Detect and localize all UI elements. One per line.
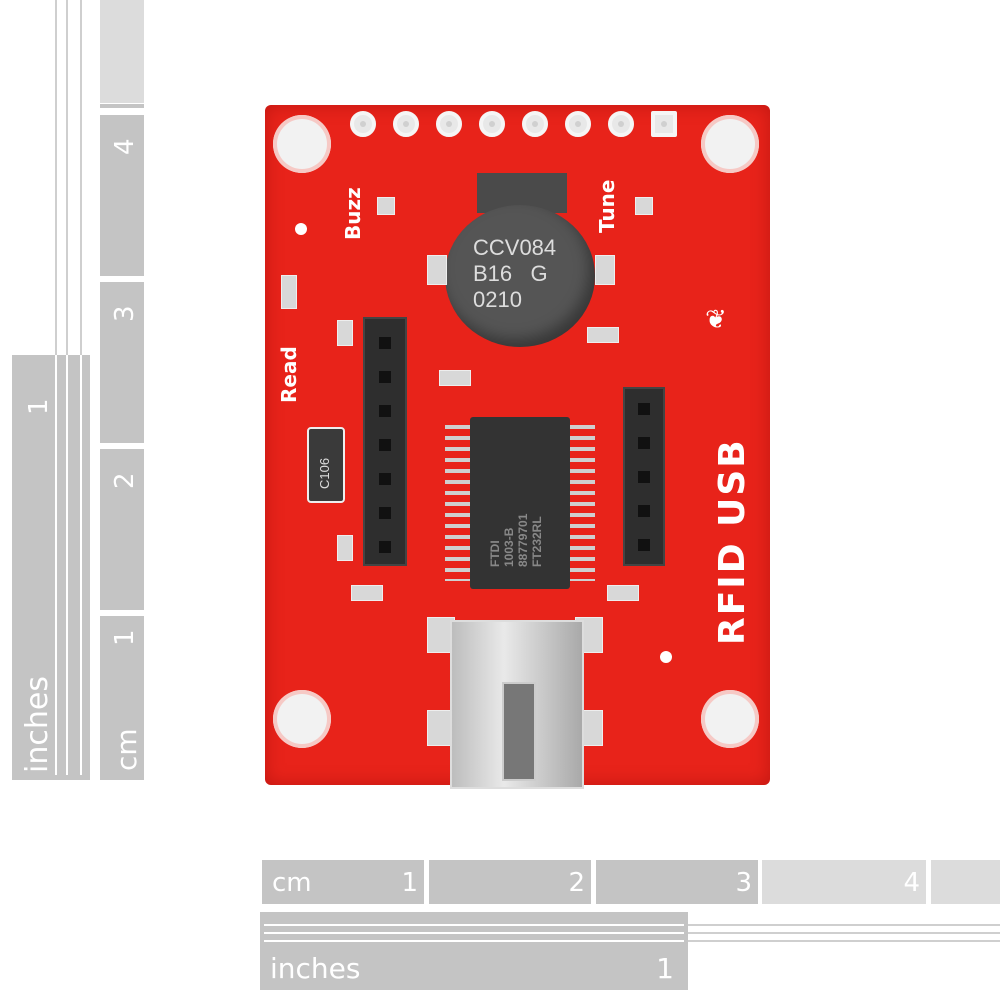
cm-ruler-segment-2: 2	[100, 449, 144, 610]
header-pin	[608, 111, 634, 137]
mounting-hole	[701, 690, 759, 748]
cm-tick-label: 1	[401, 868, 418, 898]
header-pin	[436, 111, 462, 137]
cm-unit-label: cm	[110, 728, 143, 771]
cm-ruler-segment-4: 4	[762, 860, 926, 904]
cm-ruler-segment-5	[931, 860, 1000, 904]
buzzer-marking: CCV084 B16 G 0210	[473, 235, 557, 312]
read-led	[281, 275, 297, 309]
ic-marking: FTDI 1003-B 88779701 FT232RL	[488, 513, 544, 567]
mini-usb-connector	[450, 620, 584, 789]
buzz-led	[377, 197, 395, 215]
buzzer: CCV084 B16 G 0210	[445, 205, 595, 347]
mounting-hole	[273, 115, 331, 173]
inch-ruler-block: 1 inches	[12, 355, 90, 780]
header-pin-square	[651, 111, 677, 137]
inch-guide-line	[80, 0, 82, 355]
ic-leads-right	[570, 425, 595, 581]
inch-guide-line	[66, 0, 68, 355]
inch-tick-label: 1	[656, 952, 674, 985]
cm-ruler-segment-2: 2	[429, 860, 591, 904]
cm-ruler-segment-4: 4	[100, 115, 144, 276]
inch-ruler-block: inches 1	[260, 912, 688, 990]
inch-guide-line	[55, 0, 57, 355]
usb-port-opening	[502, 682, 536, 781]
capacitor: C106	[307, 427, 345, 503]
cm-tick-label: 1	[110, 629, 140, 646]
inch-tick-label: 1	[24, 398, 54, 415]
read-label: Read	[277, 346, 301, 403]
smd-resistor	[439, 370, 471, 386]
cm-ruler-segment-faded	[100, 0, 144, 103]
cm-tick-label: 4	[110, 138, 140, 155]
cm-ruler-segment-1: cm 1	[262, 860, 424, 904]
smd-pad	[595, 255, 615, 285]
fiducial	[660, 651, 672, 663]
fiducial	[295, 223, 307, 235]
inch-guide-line	[688, 932, 1000, 934]
cm-tick-label: 2	[110, 472, 140, 489]
cm-tick-label: 3	[735, 868, 752, 898]
cm-tick-label: 2	[568, 868, 585, 898]
flame-logo-icon: ❦	[705, 305, 727, 335]
smd-capacitor	[351, 585, 383, 601]
inch-unit-label: inches	[20, 676, 55, 773]
mounting-hole	[273, 690, 331, 748]
buzz-label: Buzz	[341, 187, 365, 240]
capacitor-marking: C106	[317, 457, 332, 489]
smd-pad	[427, 255, 447, 285]
right-header	[623, 387, 665, 566]
tune-led	[635, 197, 653, 215]
ft232rl-chip: FTDI 1003-B 88779701 FT232RL	[470, 417, 570, 589]
cm-ruler-segment-3: 3	[100, 282, 144, 443]
smd-capacitor	[337, 535, 353, 561]
cm-tick-label: 4	[903, 868, 920, 898]
ic-leads-left	[445, 425, 470, 581]
header-pin	[522, 111, 548, 137]
inch-guide-line	[688, 924, 1000, 926]
cm-unit-label: cm	[272, 868, 312, 898]
smd-resistor	[337, 320, 353, 346]
tune-label: Tune	[595, 179, 619, 234]
inch-unit-label: inches	[270, 952, 361, 985]
inch-guide-line	[688, 940, 1000, 942]
cm-ruler-segment-3: 3	[596, 860, 758, 904]
header-pin	[393, 111, 419, 137]
board-title: RFID USB	[712, 438, 753, 645]
header-pin	[565, 111, 591, 137]
smd-resistor	[587, 327, 619, 343]
header-pin	[350, 111, 376, 137]
left-header	[363, 317, 407, 566]
cm-ruler-edge	[100, 104, 144, 108]
smd-capacitor	[607, 585, 639, 601]
cm-tick-label: 3	[110, 305, 140, 322]
mounting-hole	[701, 115, 759, 173]
rfid-usb-board: Buzz Tune Read RFID USB ❦ CCV084 B16 G 0…	[265, 105, 770, 789]
cm-ruler-segment-1: 1 cm	[100, 616, 144, 780]
header-pin	[479, 111, 505, 137]
